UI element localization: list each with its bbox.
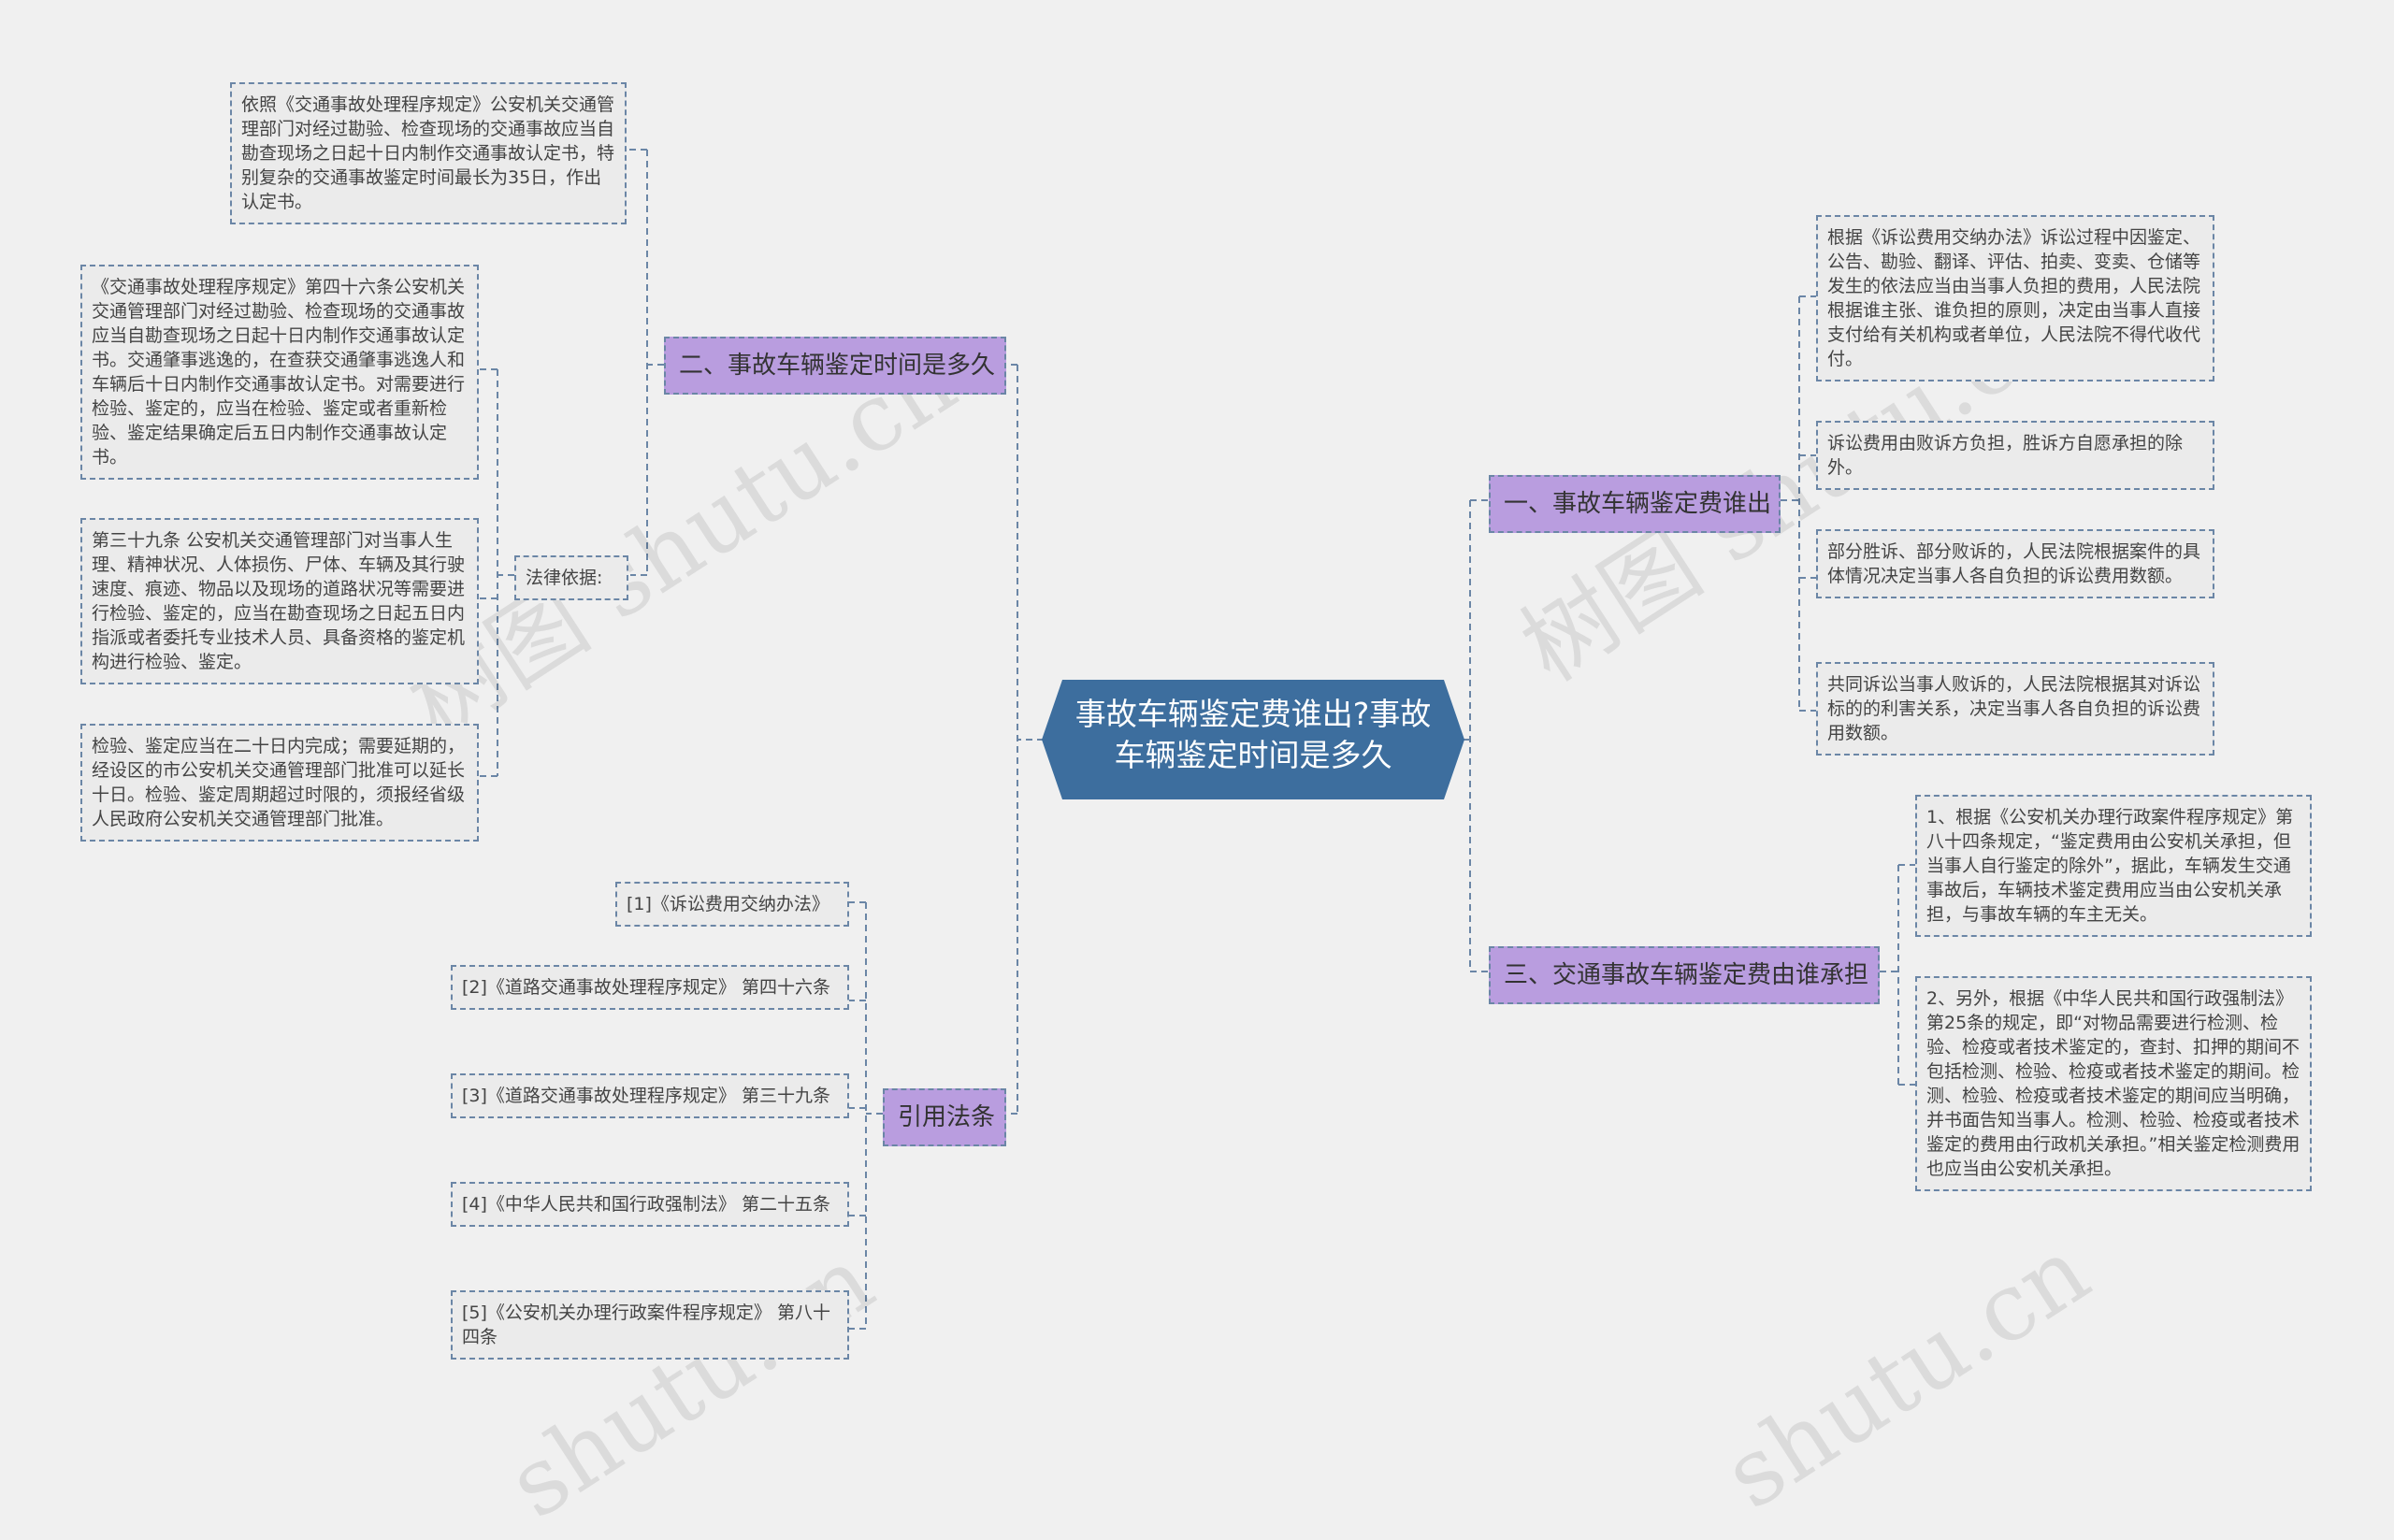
- citation-item[interactable]: [2]《道路交通事故处理程序规定》 第四十六条: [451, 965, 849, 1010]
- root-topic[interactable]: 事故车辆鉴定费谁出?事故 车辆鉴定时间是多久: [1042, 680, 1464, 799]
- leaf-inspection-time[interactable]: 检验、鉴定应当在二十日内完成；需要延期的，经设区的市公安机关交通管理部门批准可以…: [80, 724, 479, 842]
- leaf-administrative-law[interactable]: 2、另外，根据《中华人民共和国行政强制法》第25条的规定，即“对物品需要进行检测…: [1915, 976, 2312, 1191]
- leaf-fee-measures[interactable]: 根据《诉讼费用交纳办法》诉讼过程中因鉴定、公告、勘验、翻译、评估、拍卖、变卖、仓…: [1816, 215, 2214, 381]
- branch-who-bears[interactable]: 三、交通事故车辆鉴定费由谁承担: [1489, 946, 1880, 1004]
- leaf-partial-win[interactable]: 部分胜诉、部分败诉的，人民法院根据案件的具体情况决定当事人各自负担的诉讼费用数额…: [1816, 529, 2214, 598]
- leaf-joint-litigation[interactable]: 共同诉讼当事人败诉的，人民法院根据其对诉讼标的的利害关系，决定当事人各自负担的诉…: [1816, 662, 2214, 756]
- leaf-article-39[interactable]: 第三十九条 公安机关交通管理部门对当事人生理、精神状况、人体损伤、尸体、车辆及其…: [80, 518, 479, 684]
- connector-lines: [479, 149, 1915, 1330]
- citation-item[interactable]: [3]《道路交通事故处理程序规定》 第三十九条: [451, 1073, 849, 1118]
- branch-who-pays[interactable]: 一、事故车辆鉴定费谁出: [1489, 475, 1781, 533]
- root-title-line1: 事故车辆鉴定费谁出?事故: [1074, 696, 1432, 732]
- leaf-duration-rule[interactable]: 依照《交通事故处理程序规定》公安机关交通管理部门对经过勘验、检查现场的交通事故应…: [230, 82, 627, 224]
- citation-item[interactable]: [1]《诉讼费用交纳办法》: [615, 882, 849, 927]
- legal-basis-node[interactable]: 法律依据:: [514, 555, 628, 600]
- branch-cited-laws[interactable]: 引用法条: [883, 1088, 1006, 1146]
- citation-item[interactable]: [4]《中华人民共和国行政强制法》 第二十五条: [451, 1182, 849, 1227]
- root-hexagon-shape: [1042, 680, 1464, 799]
- leaf-loser-pays[interactable]: 诉讼费用由败诉方负担，胜诉方自愿承担的除外。: [1816, 421, 2214, 490]
- leaf-police-pays[interactable]: 1、根据《公安机关办理行政案件程序规定》第八十四条规定，“鉴定费用由公安机关承担…: [1915, 795, 2312, 937]
- citation-item[interactable]: [5]《公安机关办理行政案件程序规定》 第八十四条: [451, 1290, 849, 1360]
- leaf-article-46[interactable]: 《交通事故处理程序规定》第四十六条公安机关交通管理部门对经过勘验、检查现场的交通…: [80, 265, 479, 480]
- root-title-line2: 车辆鉴定时间是多久: [1114, 737, 1392, 773]
- branch-duration[interactable]: 二、事故车辆鉴定时间是多久: [664, 337, 1006, 395]
